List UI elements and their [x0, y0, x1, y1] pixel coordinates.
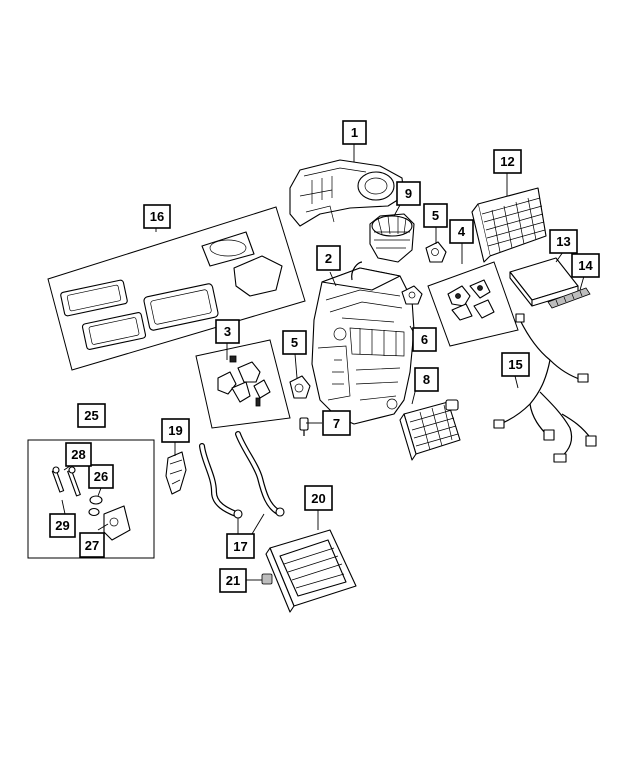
svg-text:16: 16	[150, 209, 164, 224]
upper-hvac-housing	[289, 159, 405, 227]
svg-text:26: 26	[94, 469, 108, 484]
callout-3: 3	[215, 319, 240, 344]
callout-15: 15	[501, 352, 530, 377]
door-linkage-set	[217, 355, 271, 407]
callout-17: 17	[226, 533, 255, 559]
actuator-set	[447, 279, 495, 321]
svg-text:12: 12	[500, 154, 514, 169]
refrigerant-line-bracket	[165, 451, 187, 495]
callout-8: 8	[414, 367, 439, 392]
callout-21: 21	[219, 568, 247, 593]
heater-core	[399, 399, 461, 461]
evaporator-core	[471, 187, 547, 263]
group-frame-4	[427, 261, 519, 347]
svg-text:7: 7	[333, 416, 340, 431]
blend-door-actuator	[425, 241, 447, 263]
expansion-valve-kit	[51, 466, 131, 541]
wiring-harness	[493, 313, 597, 463]
svg-text:2: 2	[325, 251, 332, 266]
callout-1: 1	[342, 120, 367, 145]
svg-text:19: 19	[168, 423, 182, 438]
svg-text:6: 6	[421, 332, 428, 347]
svg-text:1: 1	[351, 125, 358, 140]
svg-text:20: 20	[311, 491, 325, 506]
callout-12: 12	[493, 149, 522, 174]
heater-hoses	[199, 431, 285, 519]
callout-16: 16	[143, 204, 171, 229]
retaining-clip	[261, 573, 273, 585]
blower-motor	[369, 213, 415, 263]
callout-29: 29	[49, 513, 76, 538]
svg-text:8: 8	[423, 372, 430, 387]
mode-door-actuator	[289, 375, 311, 399]
callout-2: 2	[316, 245, 341, 271]
duct-seal-set	[60, 231, 283, 350]
main-hvac-case	[311, 261, 415, 425]
callout-5-left: 5	[282, 330, 307, 355]
svg-text:14: 14	[578, 258, 593, 273]
callout-13: 13	[549, 229, 578, 254]
svg-text:25: 25	[84, 408, 98, 423]
callout-19: 19	[161, 418, 190, 443]
cabin-air-filter	[509, 257, 579, 307]
svg-text:13: 13	[556, 234, 570, 249]
svg-text:17: 17	[233, 539, 247, 554]
callout-9: 9	[396, 181, 421, 206]
group-frame-3	[195, 339, 291, 429]
callout-28: 28	[65, 442, 92, 467]
group-frame-16	[47, 206, 306, 371]
actuator-bracket	[401, 285, 423, 305]
svg-text:28: 28	[71, 447, 85, 462]
group-frame-25	[27, 439, 155, 559]
callout-4: 4	[449, 219, 474, 244]
svg-text:9: 9	[405, 186, 412, 201]
heater-core-assembly	[265, 529, 357, 613]
callout-25: 25	[77, 403, 106, 428]
temperature-sensor	[299, 417, 309, 436]
svg-text:15: 15	[508, 357, 522, 372]
svg-text:21: 21	[226, 573, 240, 588]
svg-text:5: 5	[432, 208, 439, 223]
callout-6: 6	[412, 327, 437, 352]
callout-26: 26	[88, 464, 114, 489]
filter-seal-strip	[547, 287, 591, 309]
callout-27: 27	[79, 532, 105, 558]
callout-20: 20	[304, 485, 333, 511]
svg-text:3: 3	[224, 324, 231, 339]
callout-5-right: 5	[423, 203, 448, 228]
callout-7: 7	[322, 410, 351, 436]
svg-text:4: 4	[458, 224, 466, 239]
svg-text:5: 5	[291, 335, 298, 350]
callout-14: 14	[571, 253, 600, 278]
svg-text:27: 27	[85, 538, 99, 553]
svg-text:29: 29	[55, 518, 69, 533]
